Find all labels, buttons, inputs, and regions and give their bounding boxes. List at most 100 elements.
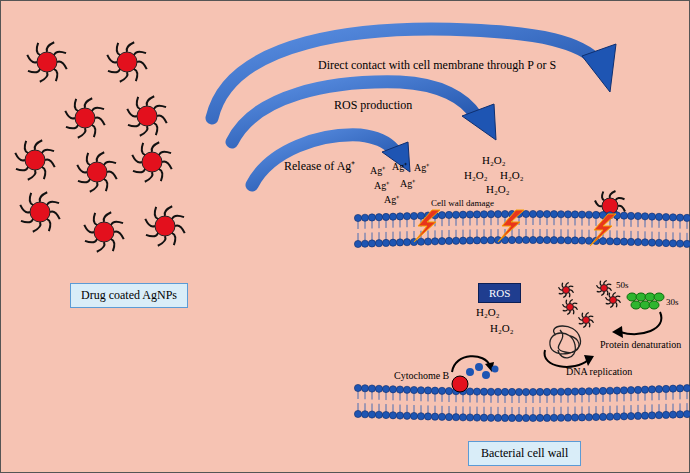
lipid-head — [487, 237, 494, 244]
label-box: Drug coated AgNPs — [70, 283, 188, 308]
silver-nanoparticle — [605, 292, 620, 307]
lipid-tail — [414, 231, 415, 239]
lipid-head — [452, 237, 459, 244]
ligand — [604, 280, 607, 284]
lipid-tail — [589, 218, 590, 226]
lipid-tail — [540, 407, 541, 415]
lipid-head — [431, 413, 438, 420]
ligand — [570, 290, 574, 293]
lipid-head — [676, 385, 683, 392]
ligand — [120, 72, 128, 82]
lipid-tail — [484, 395, 485, 403]
lipid-tail — [386, 392, 387, 400]
ligand — [84, 225, 94, 233]
lipid-head — [417, 413, 424, 420]
lipid-head — [487, 414, 494, 421]
lipid-tail — [449, 230, 450, 238]
lipid-head — [543, 414, 550, 421]
lipid-tail — [687, 233, 688, 241]
lipid-head — [445, 211, 452, 218]
lipid-head — [655, 412, 662, 419]
lipid-head — [578, 211, 585, 218]
lipid-head — [445, 237, 452, 244]
lipid-tail — [484, 217, 485, 225]
subunit-label: 30s — [666, 297, 679, 307]
lipid-head — [368, 214, 375, 221]
lipid-tail — [393, 232, 394, 240]
lipid-head — [403, 239, 410, 246]
lipid-tail — [442, 394, 443, 402]
ligand — [107, 172, 117, 180]
lipid-tail — [582, 406, 583, 414]
lipid-tail — [624, 393, 625, 401]
lipid-tail — [372, 232, 373, 240]
lipid-head — [515, 388, 522, 395]
ligand — [562, 283, 563, 288]
lipid-head — [494, 211, 501, 218]
lipid-tail — [365, 403, 366, 411]
ligand — [134, 52, 146, 55]
lipid-tail — [617, 394, 618, 402]
lipid-head — [459, 211, 466, 218]
lipid-tail — [386, 232, 387, 240]
lipid-head — [438, 212, 445, 219]
lipid-tail — [428, 405, 429, 413]
lipid-tail — [414, 219, 415, 227]
ligand — [617, 300, 621, 303]
lipid-tail — [358, 221, 359, 229]
lipid-head — [641, 239, 648, 246]
ligand — [137, 97, 140, 109]
lipid-tail — [589, 230, 590, 238]
arrow-head — [582, 44, 616, 92]
lipid-head — [585, 237, 592, 244]
ligand — [90, 182, 98, 192]
lipid-tail — [477, 407, 478, 415]
ligand — [21, 219, 33, 222]
lipid-head — [641, 213, 648, 220]
lipid-head — [592, 388, 599, 395]
lipid-head — [494, 414, 501, 421]
ligand — [570, 299, 573, 303]
lipid-head — [403, 412, 410, 419]
lipid-tail — [631, 231, 632, 239]
lipid-head — [361, 240, 368, 247]
molecule-label: H₂O₂ — [490, 322, 514, 335]
lipid-tail — [610, 394, 611, 402]
lipid-tail — [687, 403, 688, 411]
lipid-head — [620, 387, 627, 394]
ligand — [568, 286, 573, 287]
lipid-tail — [463, 406, 464, 414]
lipid-tail — [666, 404, 667, 412]
lipid-head — [655, 213, 662, 220]
lipid-tail — [456, 406, 457, 414]
arrow-ag-release — [252, 135, 394, 185]
lipid-tail — [463, 394, 464, 402]
lipid-tail — [470, 394, 471, 402]
silver-core — [155, 216, 175, 236]
lipid-head — [536, 210, 543, 217]
ligand — [568, 292, 569, 297]
lipid-head — [648, 412, 655, 419]
ligand — [172, 233, 175, 245]
lipid-tail — [449, 218, 450, 226]
lipid-head — [445, 413, 452, 420]
arrow-label: ROS production — [334, 99, 412, 113]
ligand — [27, 55, 37, 63]
silver-nanoparticle — [127, 96, 166, 135]
lipid-head — [669, 411, 676, 418]
lightning-bolts — [414, 210, 616, 246]
damage-label: Cell wall damage — [431, 198, 494, 208]
ligand — [104, 162, 116, 165]
ligand — [146, 233, 158, 236]
ligand — [57, 62, 67, 70]
ligand — [142, 143, 145, 155]
lipid-head — [438, 387, 445, 394]
lipid-head — [466, 237, 473, 244]
molecule-label: H₂O₂ — [464, 169, 488, 182]
silver-nanoparticle — [84, 212, 123, 251]
lipid-tail — [456, 230, 457, 238]
big-arrows — [212, 29, 598, 185]
lipid-head — [473, 237, 480, 244]
lipid-head — [536, 388, 543, 395]
lipid-head — [396, 412, 403, 419]
